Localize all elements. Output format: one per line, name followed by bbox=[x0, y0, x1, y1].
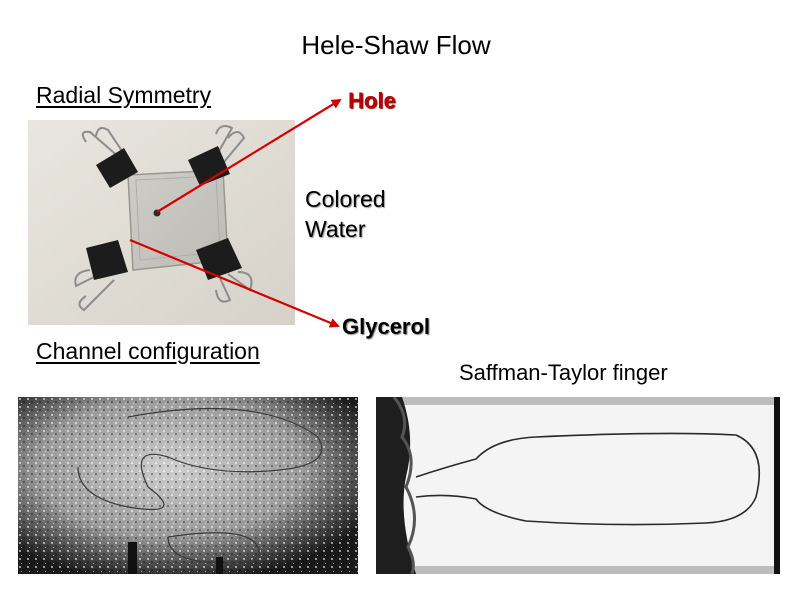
finger-outline bbox=[77, 407, 323, 510]
binder-clip-top-left bbox=[81, 127, 138, 188]
saffman-taylor-label: Saffman-Taylor finger bbox=[459, 360, 668, 385]
injection-hole bbox=[153, 209, 161, 217]
binder-clip-bottom-left bbox=[74, 240, 128, 312]
channel-configuration-photo bbox=[18, 397, 358, 574]
radial-symmetry-label: Radial Symmetry bbox=[36, 82, 212, 108]
glycerol-label: Glycerol bbox=[342, 314, 431, 339]
finger-outline bbox=[415, 432, 760, 526]
channel-configuration-label: Channel configuration bbox=[36, 338, 260, 364]
colored-water-label: Colored Water bbox=[305, 184, 386, 244]
radial-cell-photo bbox=[28, 120, 295, 325]
colored-water-line-2: Water bbox=[305, 216, 366, 242]
colored-water-line-1: Colored bbox=[305, 186, 386, 212]
slide-title: Hele-Shaw Flow bbox=[301, 30, 491, 60]
hole-label: Hole bbox=[348, 88, 396, 113]
saffman-taylor-finger-photo bbox=[376, 397, 780, 574]
